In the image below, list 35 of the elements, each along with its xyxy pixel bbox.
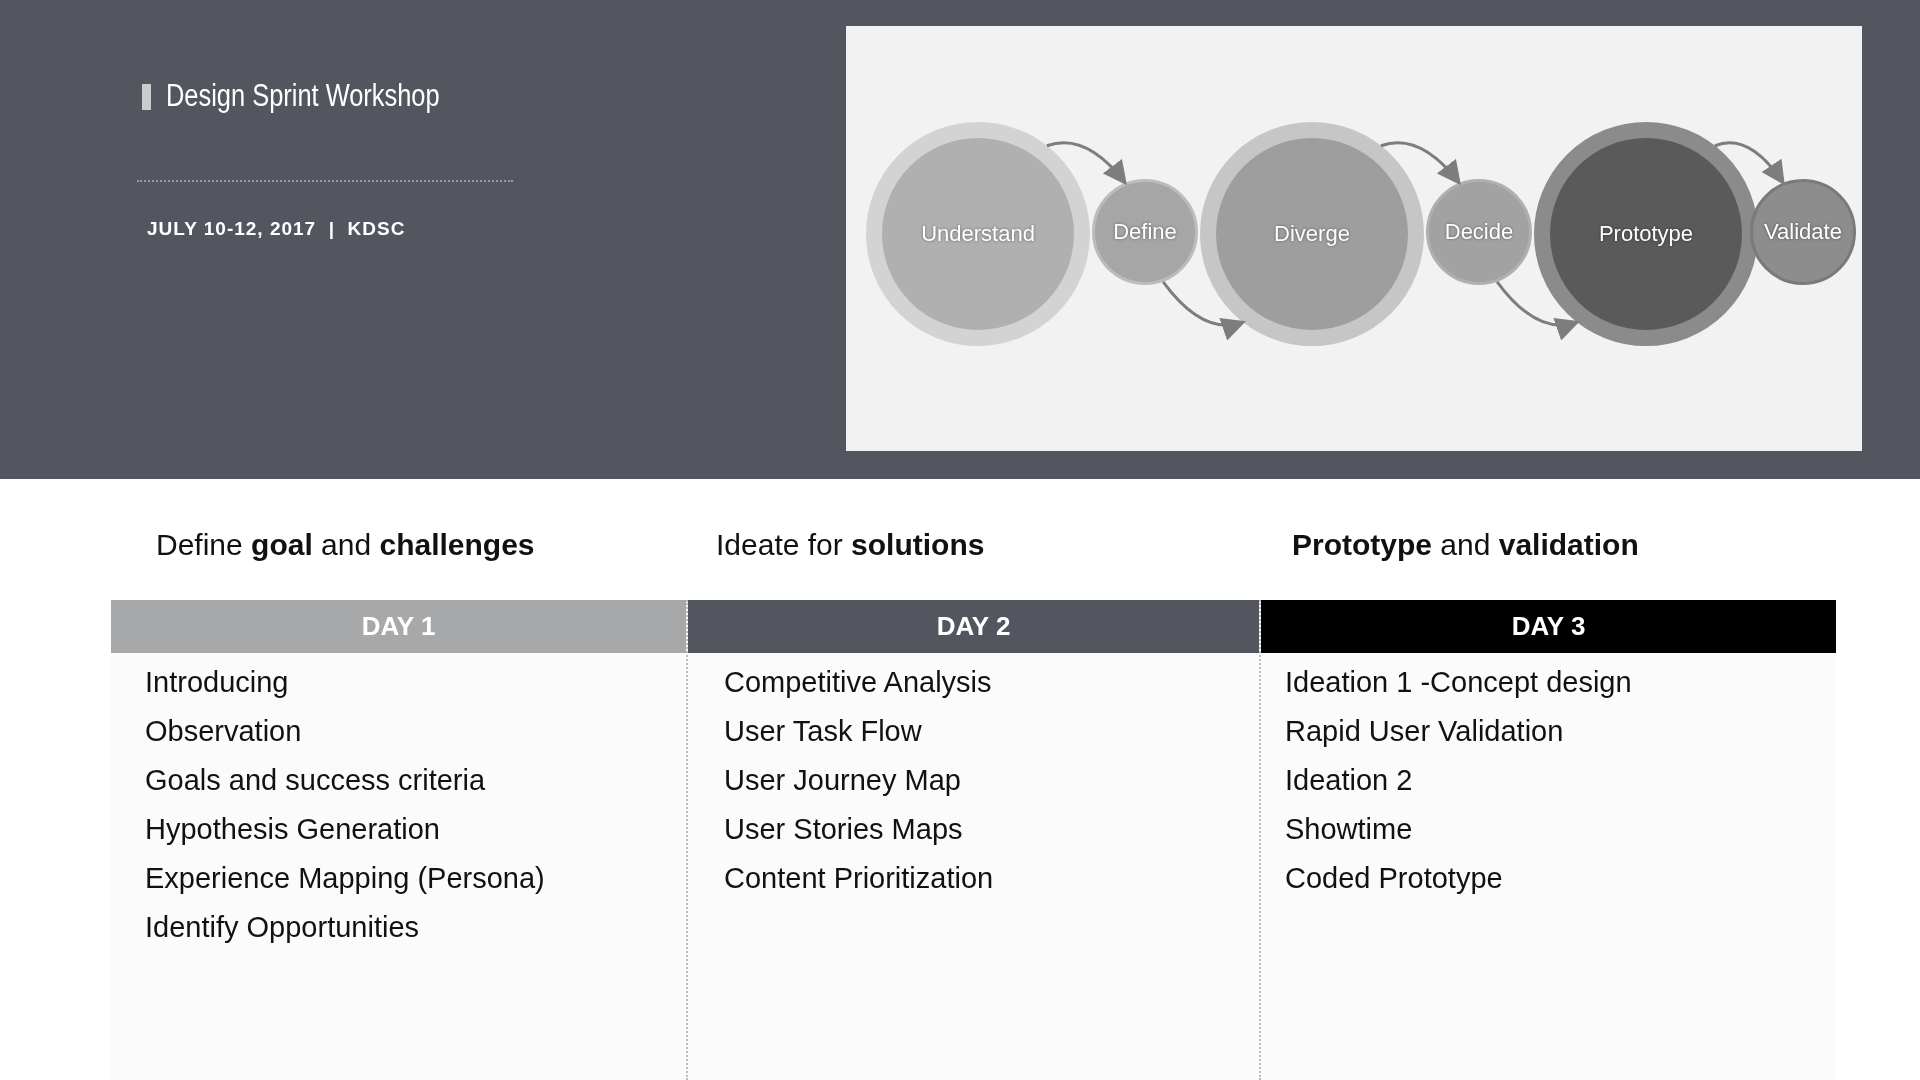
day-label: DAY 1 [361,611,436,642]
agenda-item: Experience Mapping (Persona) [145,862,545,895]
agenda-item: Competitive Analysis [724,666,992,699]
agenda-item: Content Prioritization [724,862,994,895]
stage-label: Understand [921,221,1035,247]
arrow [1495,280,1580,340]
agenda-item: User Task Flow [724,715,922,748]
stage-label: Diverge [1274,221,1350,247]
stage-label: Validate [1764,219,1842,245]
agenda-item: User Stories Maps [724,813,963,846]
arrow [1161,280,1246,340]
stage-label: Decide [1444,219,1514,245]
column-heading: Define goal and challenges [156,528,535,562]
stage-label: Define [1113,219,1177,245]
agenda-item: Identify Opportunities [145,911,420,944]
agenda-item: Hypothesis Generation [145,813,440,846]
arrow [1380,141,1462,186]
agenda-item: Goals and success criteria [145,764,486,797]
column-heading: Prototype and validation [1292,528,1639,562]
agenda-item: Rapid User Validation [1285,715,1564,748]
agenda-item: User Journey Map [724,764,961,797]
agenda-item: Coded Prototype [1285,862,1503,895]
date-text: JULY 10-12, 2017 | KDSC [147,218,406,240]
day-label: DAY 2 [936,611,1011,642]
stage-label: Prototype [1598,221,1694,247]
arrow [1046,141,1128,186]
agenda-item: Showtime [1285,813,1413,846]
day-label: DAY 3 [1511,611,1586,642]
agenda-item: Ideation 2 [1285,764,1413,797]
column-heading: Ideate for solutions [716,528,985,562]
slide-title: Design Sprint Workshop [166,78,440,114]
arrow [1714,141,1785,186]
agenda-item: Introducing [145,666,289,699]
agenda-item: Ideation 1 -Concept design [1285,666,1632,699]
agenda-item: Observation [145,715,302,748]
